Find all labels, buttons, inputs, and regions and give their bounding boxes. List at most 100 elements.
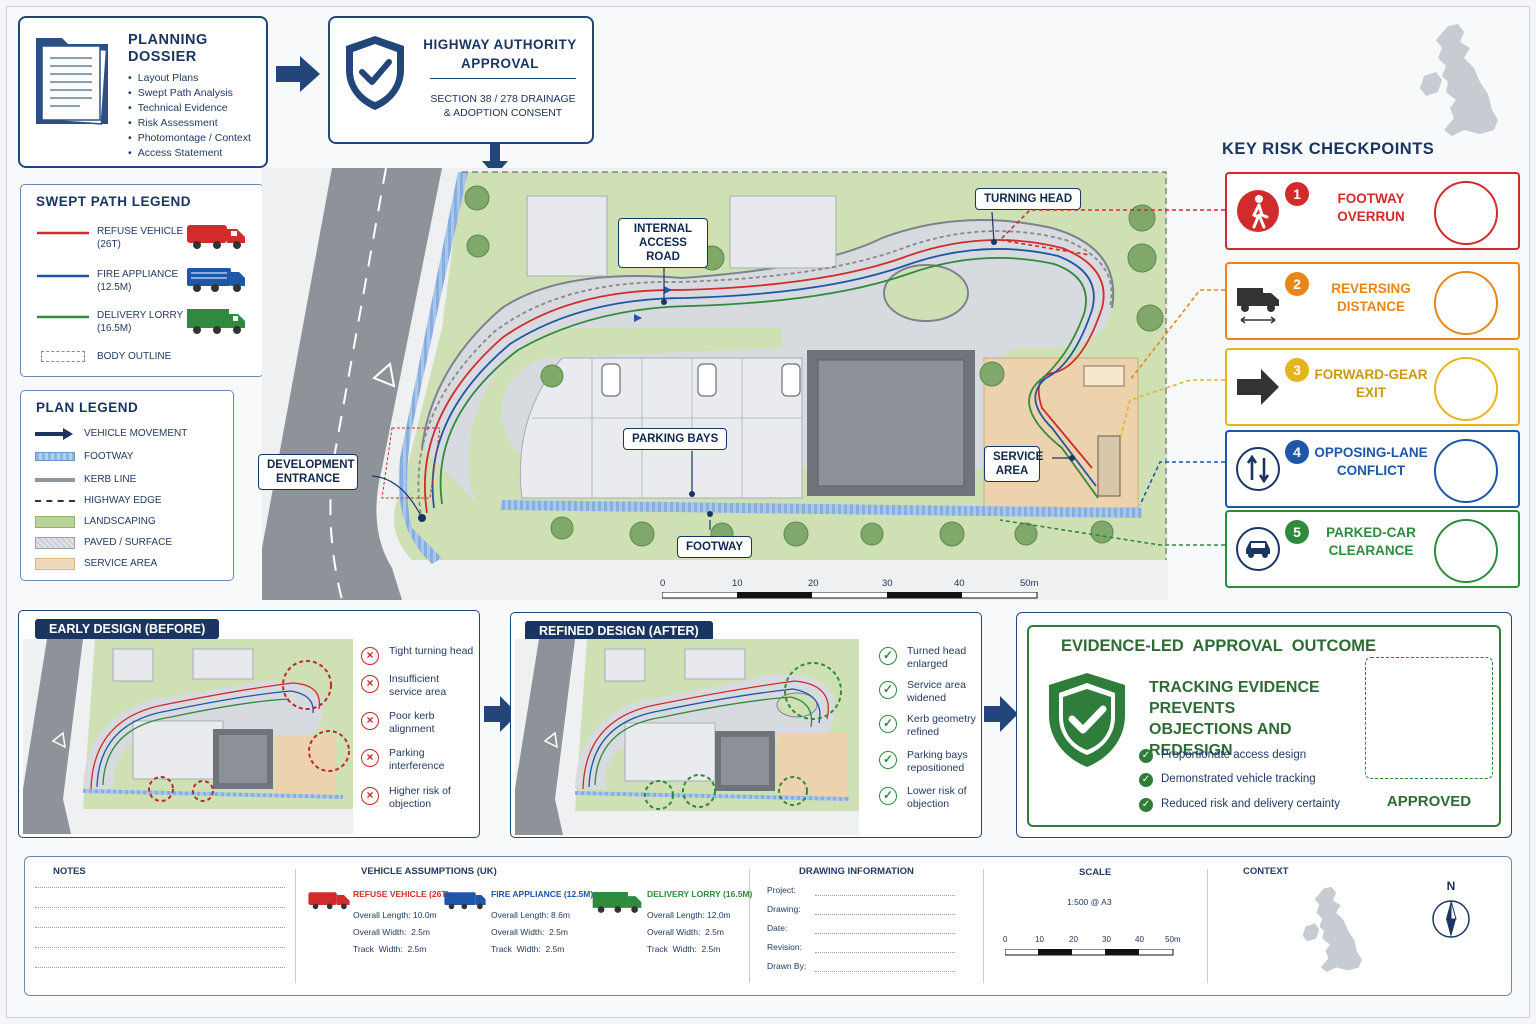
risk-card-forward-gear-exit: 3 FORWARD-GEAR EXIT xyxy=(1225,348,1520,426)
before-item-text: Insufficient service area xyxy=(389,673,447,698)
risk-label: FOOTWAY OVERRUN xyxy=(1337,191,1405,224)
list-item: Swept Path Analysis xyxy=(128,86,251,101)
legend-label: DELIVERY LORRY xyxy=(97,310,184,321)
scale-tick-label: 30 xyxy=(882,578,893,589)
risk-title: KEY RISK CHECKPOINTS xyxy=(1222,140,1435,158)
after-item-text: Service area widened xyxy=(907,679,966,704)
scale-tick-label: 10 xyxy=(1035,935,1044,944)
footer-panel: NOTES VEHICLE ASSUMPTIONS (UK) REFUSE VE… xyxy=(24,856,1512,996)
drawing-field: Revision: xyxy=(767,942,802,952)
check-icon: ✓ xyxy=(879,787,897,805)
arrow-right-icon xyxy=(984,696,1018,732)
swept-path-legend: SWEPT PATH LEGEND REFUSE VEHICLE (26T) F… xyxy=(20,184,264,377)
approval-title: HIGHWAY AUTHORITY APPROVAL xyxy=(423,37,577,71)
green-check-icon: ✓ xyxy=(1139,798,1153,812)
cross-icon: × xyxy=(361,787,379,805)
service-area-swatch xyxy=(35,558,75,570)
risk-card-parked-car-clearance: 5 PARKED-CAR CLEARANCE xyxy=(1225,510,1520,588)
forward-arrow-icon xyxy=(1237,369,1279,405)
after-title: REFINED DESIGN (AFTER) xyxy=(525,621,713,641)
tag-service-area: SERVICE AREA xyxy=(984,446,1043,482)
reversing-truck-icon xyxy=(1237,288,1279,324)
arrow-right-icon xyxy=(484,696,518,732)
compass-icon xyxy=(1432,900,1470,938)
legend-label: SERVICE AREA xyxy=(84,558,158,569)
risk-number: 1 xyxy=(1285,182,1309,206)
list-item: Access Statement xyxy=(128,146,251,161)
drawing-field: Date: xyxy=(767,923,788,933)
scale-tick-label: 50m xyxy=(1020,578,1039,589)
vehicle-movement-arrow-icon xyxy=(35,428,73,440)
scale-tick-label: 40 xyxy=(1135,935,1144,944)
vehicle-track: Track Width: 2.5m xyxy=(353,944,427,954)
check-icon: ✓ xyxy=(879,681,897,699)
risk-number: 4 xyxy=(1285,440,1309,464)
delivery-lorry-icon xyxy=(592,891,642,913)
legend-label: LANDSCAPING xyxy=(84,516,156,527)
before-title: EARLY DESIGN (BEFORE) xyxy=(35,619,220,639)
risk-label: FORWARD-GEAR EXIT xyxy=(1314,367,1428,400)
scale-tick-label: 30 xyxy=(1102,935,1111,944)
landscaping-swatch xyxy=(35,516,75,528)
vehicle-name: FIRE APPLIANCE (12.5M) xyxy=(491,889,594,899)
vehicle-width: Overall Width: 2.5m xyxy=(647,927,724,937)
car-icon xyxy=(1236,527,1280,571)
after-item-text: Lower risk of objection xyxy=(907,785,967,810)
scale-value: 1:500 @ A3 xyxy=(1067,897,1112,907)
list-item: Technical Evidence xyxy=(128,101,251,116)
refuse-truck-icon xyxy=(308,892,350,910)
footer-scale-bar: 0 10 20 30 40 50m xyxy=(1003,935,1185,965)
scale-tick-label: 20 xyxy=(1069,935,1078,944)
drawing-field: Project: xyxy=(767,885,796,895)
paved-surface-swatch xyxy=(35,537,75,549)
site-plan xyxy=(262,168,1168,600)
before-plan-thumbnail xyxy=(23,639,353,834)
outcome-item: ✓Demonstrated vehicle tracking xyxy=(1139,773,1316,787)
legend-label: FOOTWAY xyxy=(84,451,134,462)
plan-legend-title: PLAN LEGEND xyxy=(36,400,139,415)
legend-label: REFUSE VEHICLE xyxy=(97,226,184,237)
legend-sub: (16.5M) xyxy=(97,323,132,334)
scale-tick-label: 0 xyxy=(1003,935,1008,944)
two-way-arrows-icon xyxy=(1236,447,1280,491)
drawing-field: Drawing: xyxy=(767,904,801,914)
check-icon: ✓ xyxy=(879,751,897,769)
arrow-down-icon xyxy=(482,143,508,176)
scale-tick-label: 0 xyxy=(660,578,666,589)
cross-icon: × xyxy=(361,749,379,767)
risk-label: PARKED-CAR CLEARANCE xyxy=(1326,525,1416,558)
before-panel: EARLY DESIGN (BEFORE) × Tight turning hea… xyxy=(18,610,480,838)
before-item-text: Tight turning head xyxy=(389,645,474,657)
vehicle-track: Track Width: 2.5m xyxy=(491,944,565,954)
vehicle-name: REFUSE VEHICLE (26T) xyxy=(353,889,450,899)
risk-number: 2 xyxy=(1285,272,1309,296)
legend-label: FIRE APPLIANCE xyxy=(97,269,179,280)
list-item: Layout Plans xyxy=(128,71,251,86)
context-title: CONTEXT xyxy=(1243,866,1289,877)
before-item-text: Poor kerb alignment xyxy=(389,710,435,735)
list-item: Photomontage / Context xyxy=(128,131,251,146)
risk-status-circle xyxy=(1434,181,1498,245)
plan-legend: PLAN LEGEND VEHICLE MOVEMENT FOOTWAY KER… xyxy=(20,390,234,581)
cross-icon: × xyxy=(361,675,379,693)
approval-stamp-box xyxy=(1365,657,1493,779)
tag-internal-access-road: INTERNAL ACCESS ROAD xyxy=(618,218,708,268)
cross-icon: × xyxy=(361,712,379,730)
shield-check-icon xyxy=(346,36,404,110)
risk-card-opposing-lane-conflict: 4 OPPOSING-LANE CONFLICT xyxy=(1225,430,1520,508)
outcome-item: ✓Reduced risk and delivery certainty xyxy=(1139,798,1340,812)
approval-divider xyxy=(430,78,576,79)
outcome-panel: EVIDENCE-LED APPROVAL OUTCOME TRACKING E… xyxy=(1016,612,1512,838)
plan-scale-bar: 0 10 20 30 40 50m xyxy=(660,576,1042,600)
after-item-text: Parking bays repositioned xyxy=(907,749,968,774)
check-icon: ✓ xyxy=(879,715,897,733)
highway-edge-swatch xyxy=(35,500,75,502)
drawing-info-title: DRAWING INFORMATION xyxy=(799,866,914,877)
body-outline-swatch xyxy=(41,351,85,362)
uk-context-map-icon xyxy=(1302,886,1362,972)
after-item-text: Turned head enlarged xyxy=(907,645,967,670)
green-check-icon: ✓ xyxy=(1139,749,1153,763)
kerb-line-swatch xyxy=(35,478,75,482)
scale-tick-label: 50m xyxy=(1165,935,1181,944)
fire-appliance-icon xyxy=(444,892,486,910)
